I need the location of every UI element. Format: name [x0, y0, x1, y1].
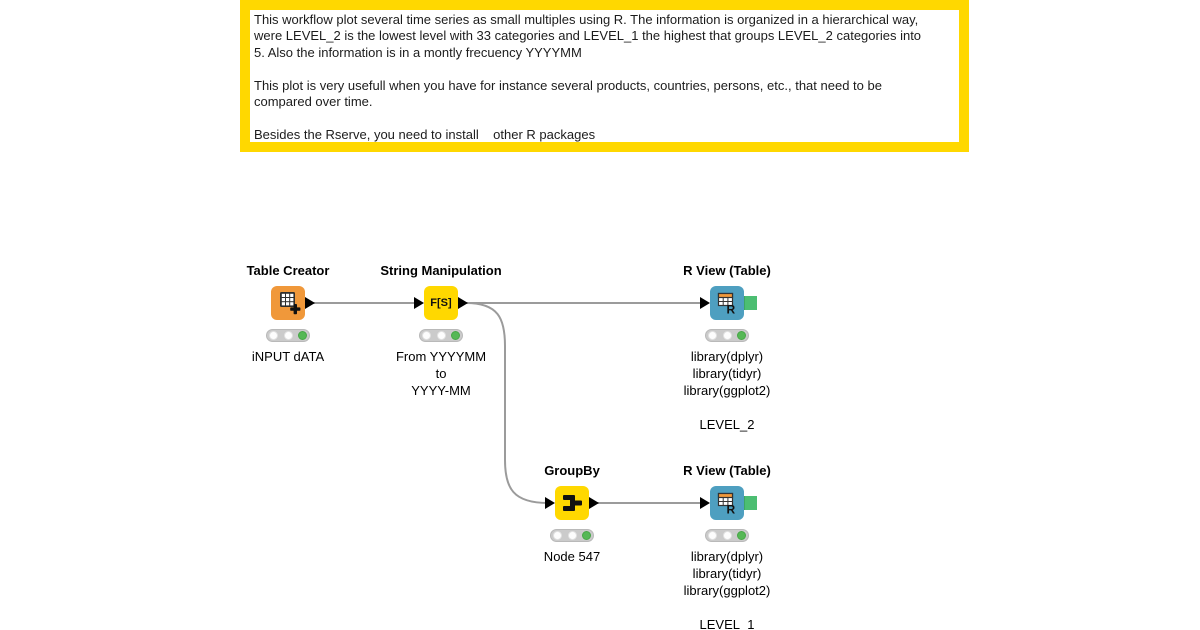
node-title: GroupBy	[544, 463, 600, 478]
node-status-traffic-light	[419, 329, 463, 342]
node-title: Table Creator	[246, 263, 330, 278]
input-port-triangle[interactable]	[545, 497, 555, 509]
input-port-triangle[interactable]	[414, 297, 424, 309]
status-yellow-light	[567, 531, 577, 540]
node-string-manipulation[interactable]: String Manipulation F[S] From YYYYMM to …	[380, 263, 501, 398]
node-r-view-table-level1[interactable]: R View (Table) R library(dplyr) library(…	[683, 463, 771, 630]
r-view-node-body[interactable]: R	[710, 286, 744, 320]
node-groupby[interactable]: GroupBy Node 547	[544, 463, 600, 564]
r-table-icon: R	[717, 492, 736, 517]
status-red-light	[269, 331, 278, 340]
status-red-light	[708, 531, 717, 540]
output-port-triangle[interactable]	[458, 297, 468, 309]
table-creator-node-body[interactable]	[271, 286, 305, 320]
r-view-node-body[interactable]: R	[710, 486, 744, 520]
status-red-light	[708, 331, 717, 340]
groupby-node-body[interactable]	[555, 486, 589, 520]
annotation-text: This workflow plot several time series a…	[254, 12, 922, 142]
output-port-triangle[interactable]	[589, 497, 599, 509]
table-grid-plus-icon	[280, 292, 301, 315]
node-status-traffic-light	[550, 529, 594, 542]
status-green-light	[737, 331, 746, 340]
status-green-light	[298, 331, 307, 340]
node-title: String Manipulation	[380, 263, 502, 278]
node-title: R View (Table)	[683, 263, 771, 278]
node-sublabel: From YYYYMM to YYYY-MM	[395, 349, 487, 398]
input-port-triangle[interactable]	[700, 497, 710, 509]
status-red-light	[553, 531, 562, 540]
status-yellow-light	[436, 331, 446, 340]
node-table-creator[interactable]: Table Creator iNPUT dATA	[247, 263, 330, 364]
node-status-traffic-light	[705, 329, 749, 342]
node-r-view-table-level2[interactable]: R View (Table) R library(dplyr) library(…	[683, 263, 771, 432]
string-manipulation-node-body[interactable]: F[S]	[424, 286, 458, 320]
node-sublabel: library(dplyr) library(tidyr) library(gg…	[683, 349, 771, 432]
image-output-port[interactable]	[744, 496, 757, 510]
node-sublabel: iNPUT dATA	[251, 349, 325, 364]
svg-text:R: R	[727, 303, 736, 317]
node-title: R View (Table)	[683, 463, 771, 478]
input-port-triangle[interactable]	[700, 297, 710, 309]
status-yellow-light	[722, 331, 732, 340]
string-function-icon: F[S]	[430, 297, 452, 309]
output-port-triangle[interactable]	[305, 297, 315, 309]
node-sublabel: Node 547	[543, 549, 601, 564]
wire-stringmanip-groupby	[465, 302, 549, 504]
node-status-traffic-light	[266, 329, 310, 342]
svg-text:R: R	[727, 503, 736, 517]
status-yellow-light	[722, 531, 732, 540]
status-yellow-light	[283, 331, 293, 340]
r-table-icon: R	[717, 292, 736, 317]
workflow-annotation[interactable]: This workflow plot several time series a…	[240, 0, 969, 152]
status-green-light	[451, 331, 460, 340]
image-output-port[interactable]	[744, 296, 757, 310]
status-green-light	[737, 531, 746, 540]
node-status-traffic-light	[705, 529, 749, 542]
groupby-merge-icon	[563, 495, 582, 511]
node-sublabel: library(dplyr) library(tidyr) library(gg…	[683, 549, 771, 630]
status-green-light	[582, 531, 591, 540]
status-red-light	[422, 331, 431, 340]
